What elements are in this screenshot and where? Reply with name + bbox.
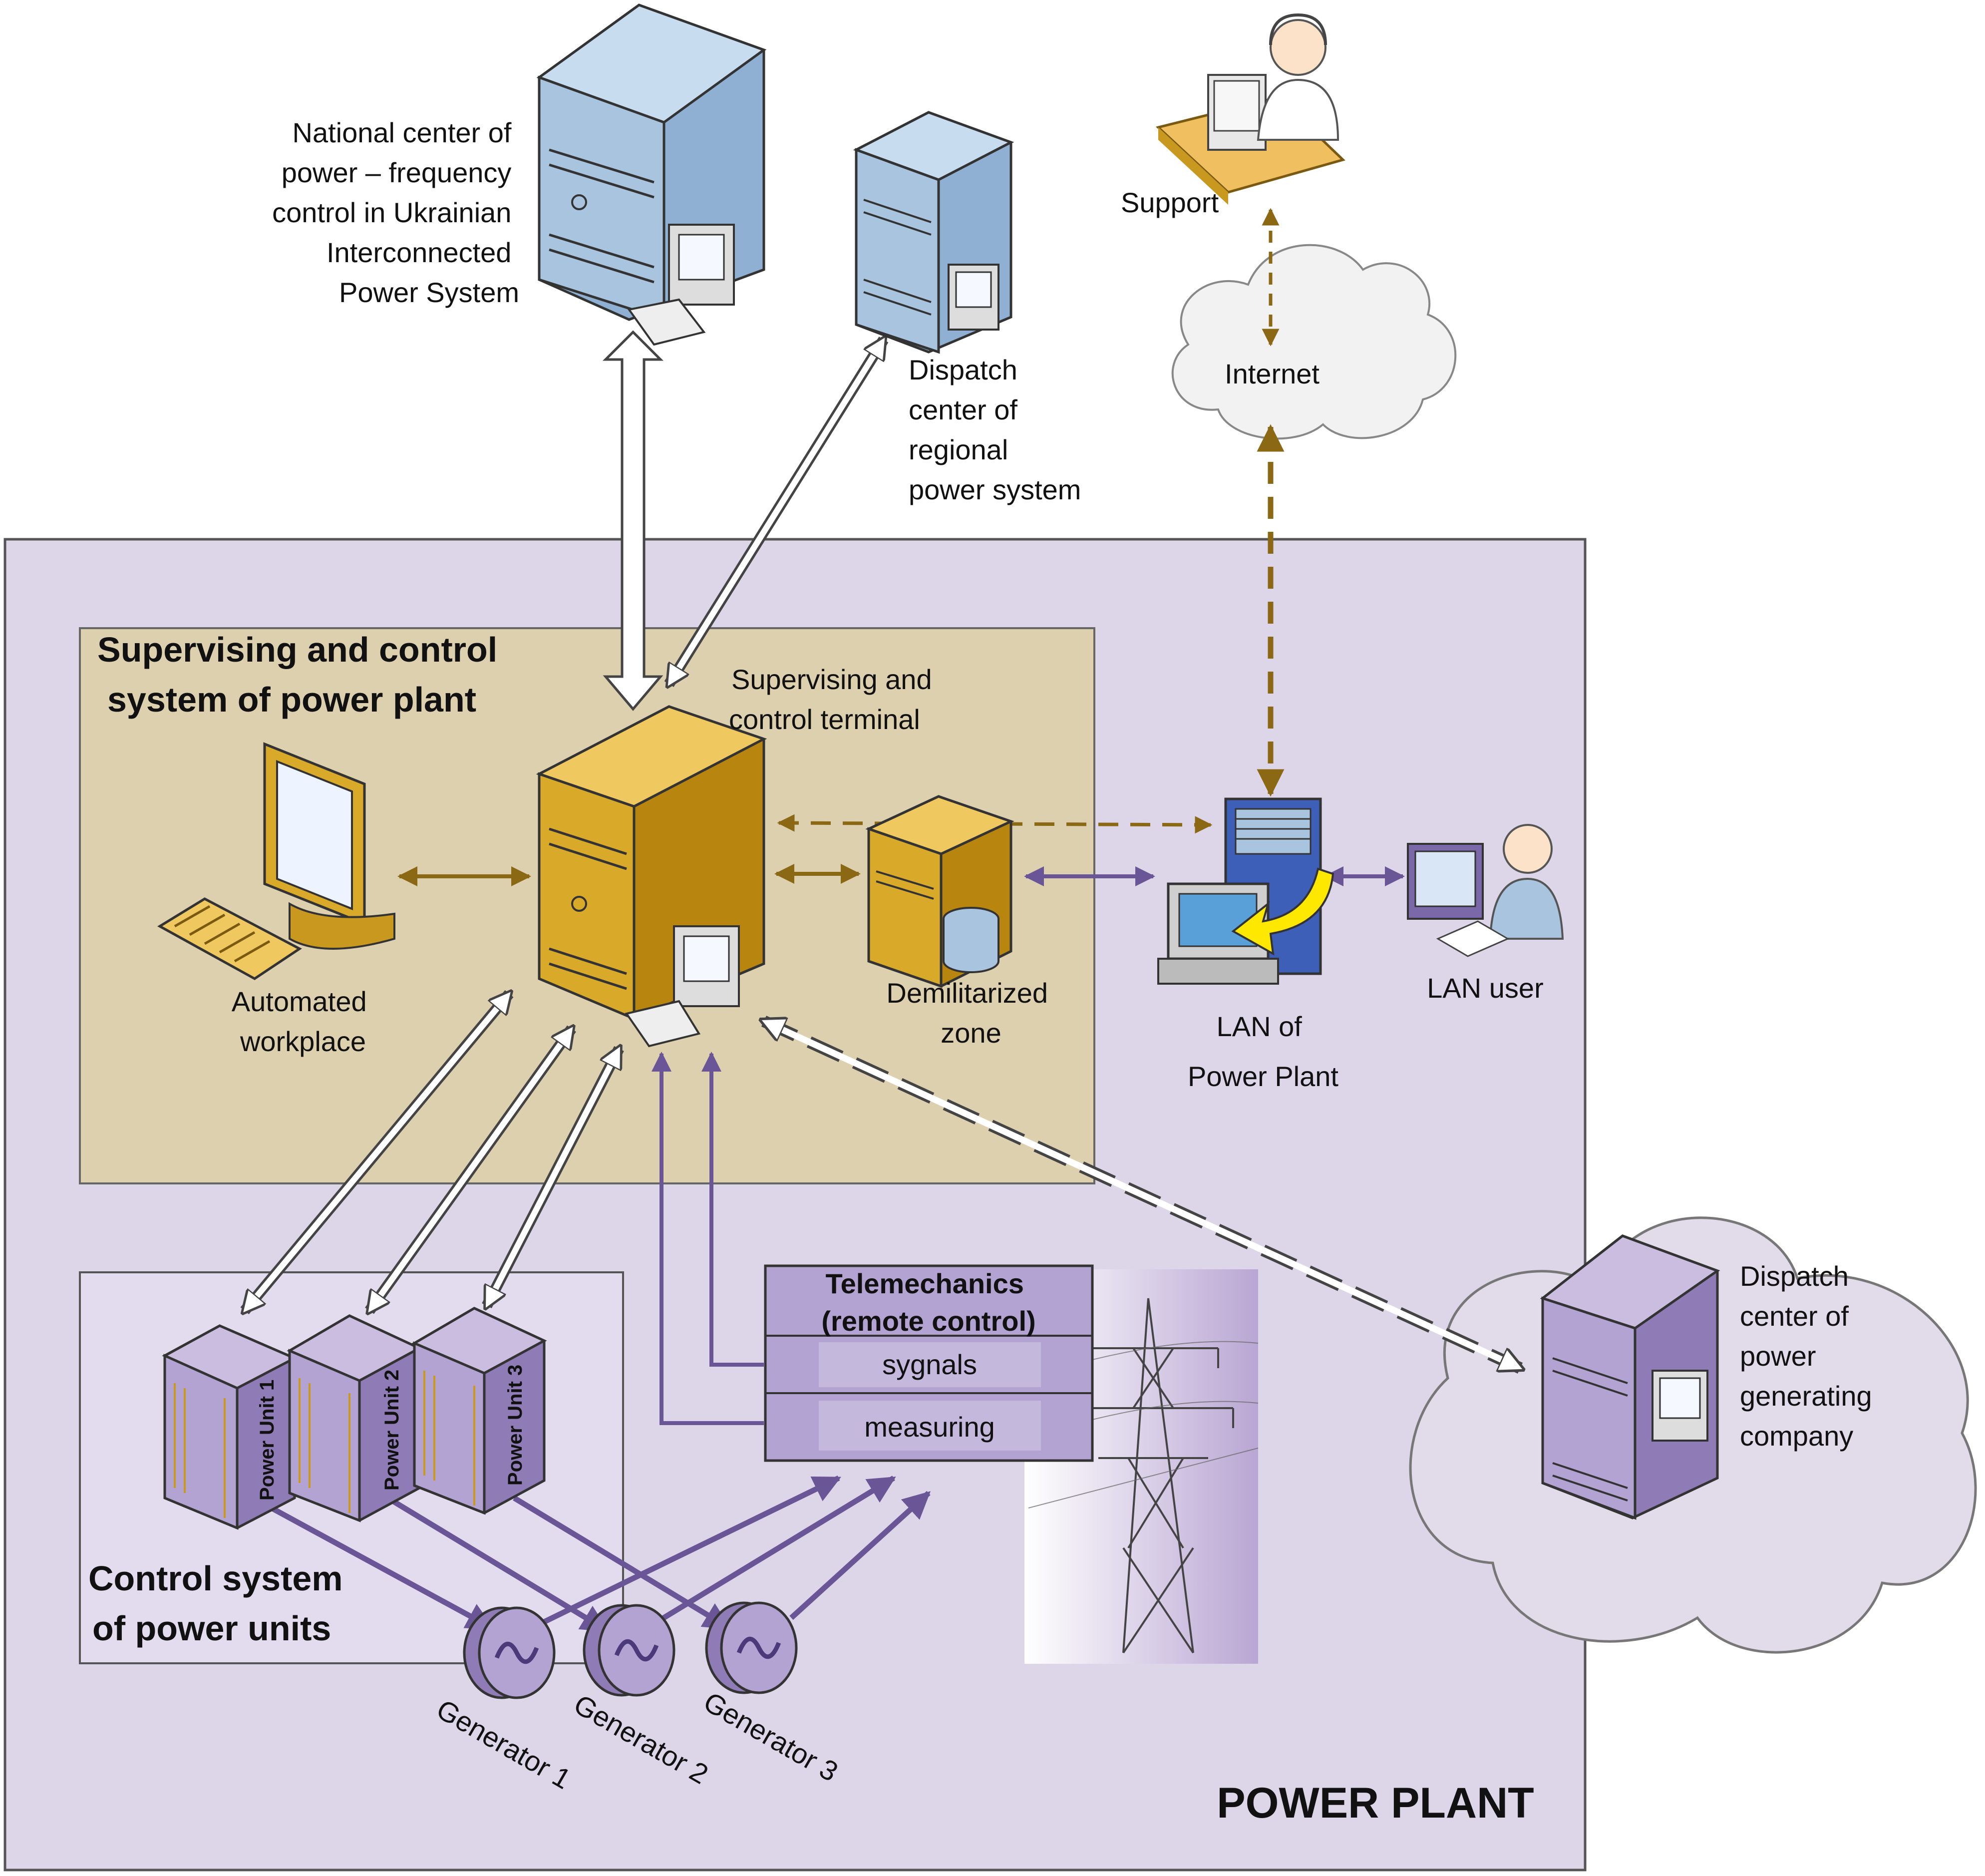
internet-label: Internet	[1225, 358, 1320, 389]
link-telemechanics-terminal	[652, 1052, 764, 1425]
telemechanics-box	[764, 1264, 1094, 1462]
power-unit-1-label: Power Unit 1	[256, 1380, 278, 1501]
supervising-terminal-server-icon	[536, 705, 767, 1048]
link-terminal-lan	[777, 814, 1213, 834]
lan-user-icon	[1407, 824, 1564, 957]
link-generators-telemechanics	[520, 1476, 931, 1635]
link-terminal-units	[245, 994, 624, 1311]
link-terminal-dispatch-company	[764, 1016, 1520, 1374]
workplace-label: Automated workplace	[232, 986, 374, 1057]
national-center-label: National center of power – frequency con…	[272, 117, 519, 308]
support-user-icon	[1155, 13, 1345, 205]
power-unit-2-icon	[287, 1314, 422, 1522]
lan-server-icon	[1157, 797, 1334, 985]
measuring-label: measuring	[864, 1411, 994, 1443]
power-unit-3-icon	[411, 1307, 547, 1515]
dmz-server-icon	[865, 795, 1014, 988]
power-plant-label: POWER PLANT	[1217, 1779, 1534, 1827]
link-regional-terminal	[664, 340, 889, 684]
national-center-server-icon	[536, 3, 767, 346]
dispatch-company-server-icon	[1540, 1234, 1720, 1520]
automated-workplace-icon	[157, 742, 395, 980]
link-national-terminal	[602, 330, 664, 711]
dispatch-company-label: Dispatch center of power generating comp…	[1740, 1260, 1880, 1452]
generator-3-icon	[705, 1601, 798, 1694]
power-unit-2-label: Power Unit 2	[381, 1370, 403, 1491]
sygnals-label: sygnals	[882, 1349, 977, 1380]
control-units-title: Control system of power units	[88, 1559, 352, 1648]
power-unit-1-icon	[162, 1324, 298, 1530]
power-unit-3-label: Power Unit 3	[504, 1365, 526, 1486]
lan-label: LAN of Power Plant	[1188, 1011, 1338, 1092]
terminal-label: Supervising and control terminal	[729, 664, 940, 735]
internet-cloud-icon	[1171, 244, 1457, 440]
scs-title: Supervising and control system of power …	[97, 630, 507, 719]
generator-1-icon	[463, 1606, 556, 1699]
regional-dispatch-server-icon	[853, 111, 1014, 354]
dispatch-regional-label: Dispatch center of regional power system	[909, 354, 1081, 505]
support-label: Support	[1121, 187, 1219, 218]
generator-2-icon	[583, 1604, 675, 1697]
telemechanics-title: Telemechanics (remote control)	[821, 1268, 1035, 1337]
lan-user-label: LAN user	[1427, 972, 1543, 1004]
dmz-label: Demilitarized zone	[886, 977, 1055, 1049]
